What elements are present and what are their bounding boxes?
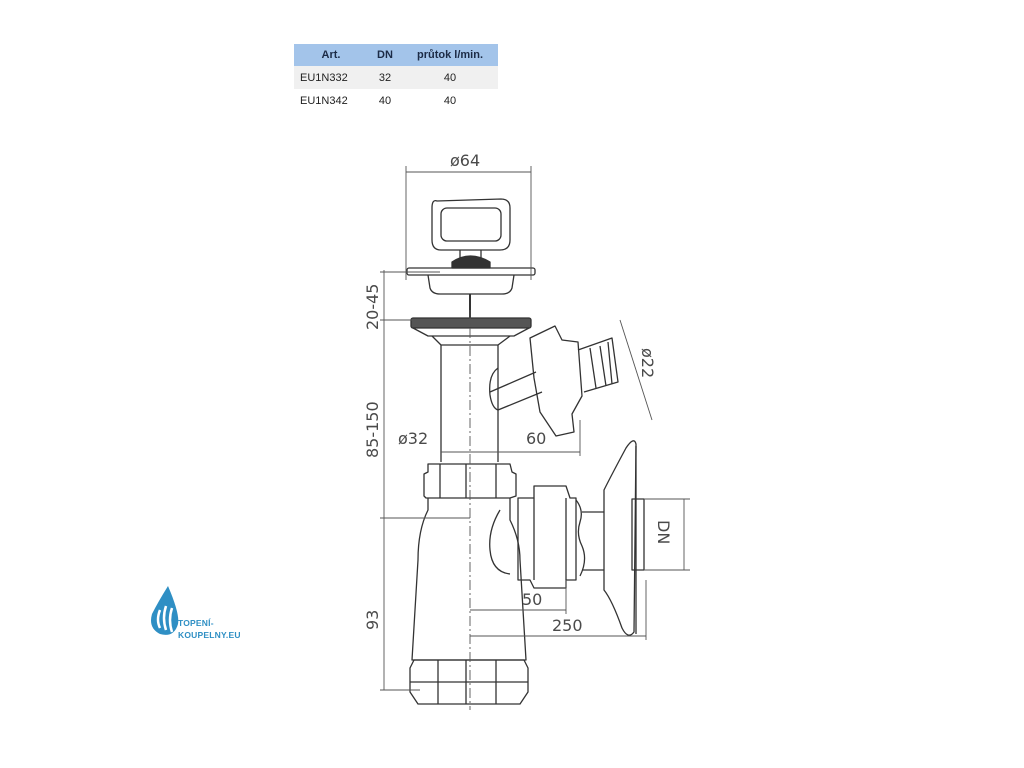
cell-art: EU1N342 xyxy=(294,89,368,112)
overflow-pipe xyxy=(489,367,499,411)
spec-table: Art. DN průtok l/min. EU1N332 32 40 EU1N… xyxy=(294,44,498,112)
strainer-handle-inner xyxy=(440,207,502,242)
overflow-nut xyxy=(529,325,583,437)
dim-d22: ø22 xyxy=(638,348,657,378)
strainer-basket xyxy=(427,274,515,295)
header-flow: průtok l/min. xyxy=(402,44,498,66)
strainer-handle xyxy=(431,198,511,251)
flange-neck xyxy=(431,335,511,346)
strainer-knob xyxy=(451,255,491,269)
wall-rosette xyxy=(603,440,637,636)
table-row: EU1N342 40 40 xyxy=(294,89,498,112)
strainer-plate xyxy=(406,267,536,276)
cell-dn: 32 xyxy=(368,66,402,89)
logo-line1: TOPENÍ- xyxy=(178,618,214,628)
table-header-row: Art. DN průtok l/min. xyxy=(294,44,498,66)
header-dn: DN xyxy=(368,44,402,66)
logo-line2: KOUPELNY.EU xyxy=(178,630,241,640)
dim-d32: ø32 xyxy=(398,429,428,448)
dim-60: 60 xyxy=(526,429,546,448)
dim-250: 250 xyxy=(552,616,583,635)
flange-lower xyxy=(412,327,530,337)
logo-drop-icon xyxy=(151,586,179,635)
outlet-nut xyxy=(517,485,577,589)
dim-20-45: 20-45 xyxy=(363,284,382,331)
dim-dn: DN xyxy=(654,520,673,544)
cell-art: EU1N332 xyxy=(294,66,368,89)
dim-50: 50 xyxy=(522,590,542,609)
cell-dn: 40 xyxy=(368,89,402,112)
table-row: EU1N332 32 40 xyxy=(294,66,498,89)
dim-85-150: 85-150 xyxy=(363,401,382,458)
cell-flow: 40 xyxy=(402,66,498,89)
header-art: Art. xyxy=(294,44,368,66)
logo-text: TOPENÍ- KOUPELNY.EU xyxy=(178,617,241,641)
dim-d64: ø64 xyxy=(450,151,480,170)
sink-flange xyxy=(410,317,532,329)
bottom-nut xyxy=(409,659,529,705)
cell-flow: 40 xyxy=(402,89,498,112)
dim-93: 93 xyxy=(363,610,382,630)
